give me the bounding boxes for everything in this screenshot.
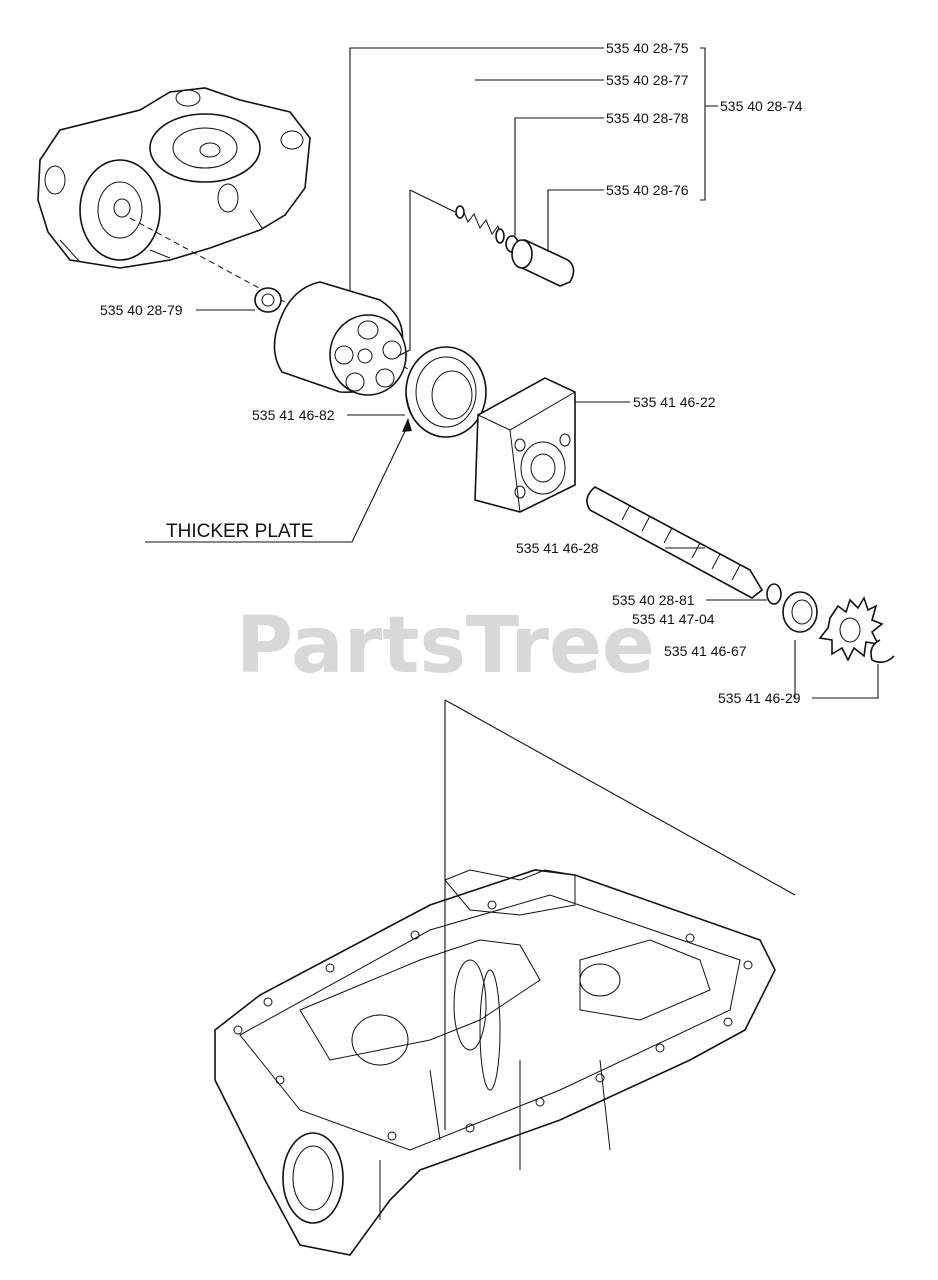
part-number-535-41-46-29[interactable]: 535 41 46-29 xyxy=(718,690,801,706)
part-number-535-40-28-75[interactable]: 535 40 28-75 xyxy=(606,40,689,56)
part-number-535-40-28-81[interactable]: 535 40 28-81 xyxy=(612,592,695,608)
part-number-535-40-28-79[interactable]: 535 40 28-79 xyxy=(100,302,183,318)
part-number-535-40-28-76[interactable]: 535 40 28-76 xyxy=(606,182,689,198)
shaft-28 xyxy=(586,486,764,599)
watermark: PartsTree xyxy=(236,601,655,691)
thicker-plate-note: THICKER PLATE xyxy=(166,521,313,542)
spring-78 xyxy=(454,205,505,244)
part-number-535-41-46-67[interactable]: 535 41 46-67 xyxy=(664,643,747,659)
part-number-535-41-46-22[interactable]: 535 41 46-22 xyxy=(633,394,716,410)
part-number-535-40-28-74[interactable]: 535 40 28-74 xyxy=(720,98,803,114)
pump-housing-illustration xyxy=(37,87,311,269)
leader-lines xyxy=(145,47,879,1130)
retaining-ring-81 xyxy=(766,583,782,605)
transaxle-case-illustration xyxy=(214,869,776,1256)
cylinder-block xyxy=(273,281,407,396)
thrust-plate-82 xyxy=(405,346,487,438)
part-number-535-41-46-82[interactable]: 535 41 46-82 xyxy=(252,407,335,423)
part-number-535-40-28-77[interactable]: 535 40 28-77 xyxy=(606,72,689,88)
washer-79 xyxy=(254,287,282,313)
part-number-535-41-47-04[interactable]: 535 41 47-04 xyxy=(632,611,715,627)
center-section-22 xyxy=(474,377,576,513)
part-number-535-41-46-28[interactable]: 535 41 46-28 xyxy=(516,540,599,556)
gear-67 xyxy=(818,596,884,662)
clip-29 xyxy=(870,639,895,664)
piston-76 xyxy=(511,238,575,287)
bearing-04 xyxy=(782,591,818,633)
part-number-535-40-28-78[interactable]: 535 40 28-78 xyxy=(606,110,689,126)
